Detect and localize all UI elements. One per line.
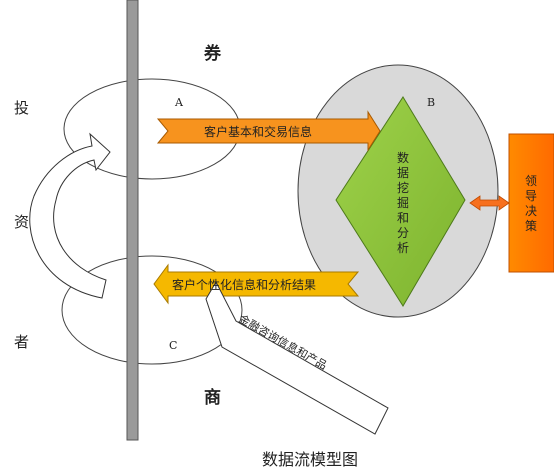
investor-char-3: 者 bbox=[14, 333, 29, 351]
leader-decision-box bbox=[508, 133, 554, 273]
data-mining-diamond bbox=[335, 96, 466, 307]
diamond-char-4: 掘 bbox=[397, 195, 409, 210]
diamond-char-6: 分 bbox=[397, 226, 409, 240]
diamond-char-2: 据 bbox=[397, 166, 409, 180]
quan-char: 券 bbox=[203, 43, 222, 64]
leader-char-4: 策 bbox=[525, 219, 537, 233]
investor-char-2: 资 bbox=[14, 213, 29, 231]
diamond-char-5: 和 bbox=[397, 211, 409, 225]
bottom-arrow-shape bbox=[153, 263, 360, 305]
bottom-arrow-label: 客户个性化信息和分析结果 bbox=[172, 277, 316, 292]
leader-char-2: 导 bbox=[525, 189, 537, 203]
leader-char-3: 决 bbox=[525, 204, 537, 218]
node-a-label: A bbox=[174, 96, 184, 109]
top-arrow-shape bbox=[156, 110, 381, 152]
investor-char-1: 投 bbox=[14, 99, 29, 117]
curved-arrow-c-to-a bbox=[29, 132, 111, 299]
diamond-char-7: 析 bbox=[397, 241, 409, 255]
node-c-label: C bbox=[169, 339, 177, 352]
diagonal-arrow-shape bbox=[205, 280, 389, 435]
diamond-char-3: 挖 bbox=[397, 180, 409, 195]
node-b-label: B bbox=[427, 96, 435, 109]
top-arrow-label: 客户基本和交易信息 bbox=[204, 124, 312, 139]
diagram-caption: 数据流模型图 bbox=[262, 450, 358, 469]
shang-char: 商 bbox=[204, 387, 221, 408]
diamond-char-1: 数 bbox=[397, 150, 409, 165]
leader-char-1: 领 bbox=[525, 174, 537, 188]
vertical-pillar bbox=[126, 0, 139, 441]
double-arrow bbox=[469, 195, 510, 211]
